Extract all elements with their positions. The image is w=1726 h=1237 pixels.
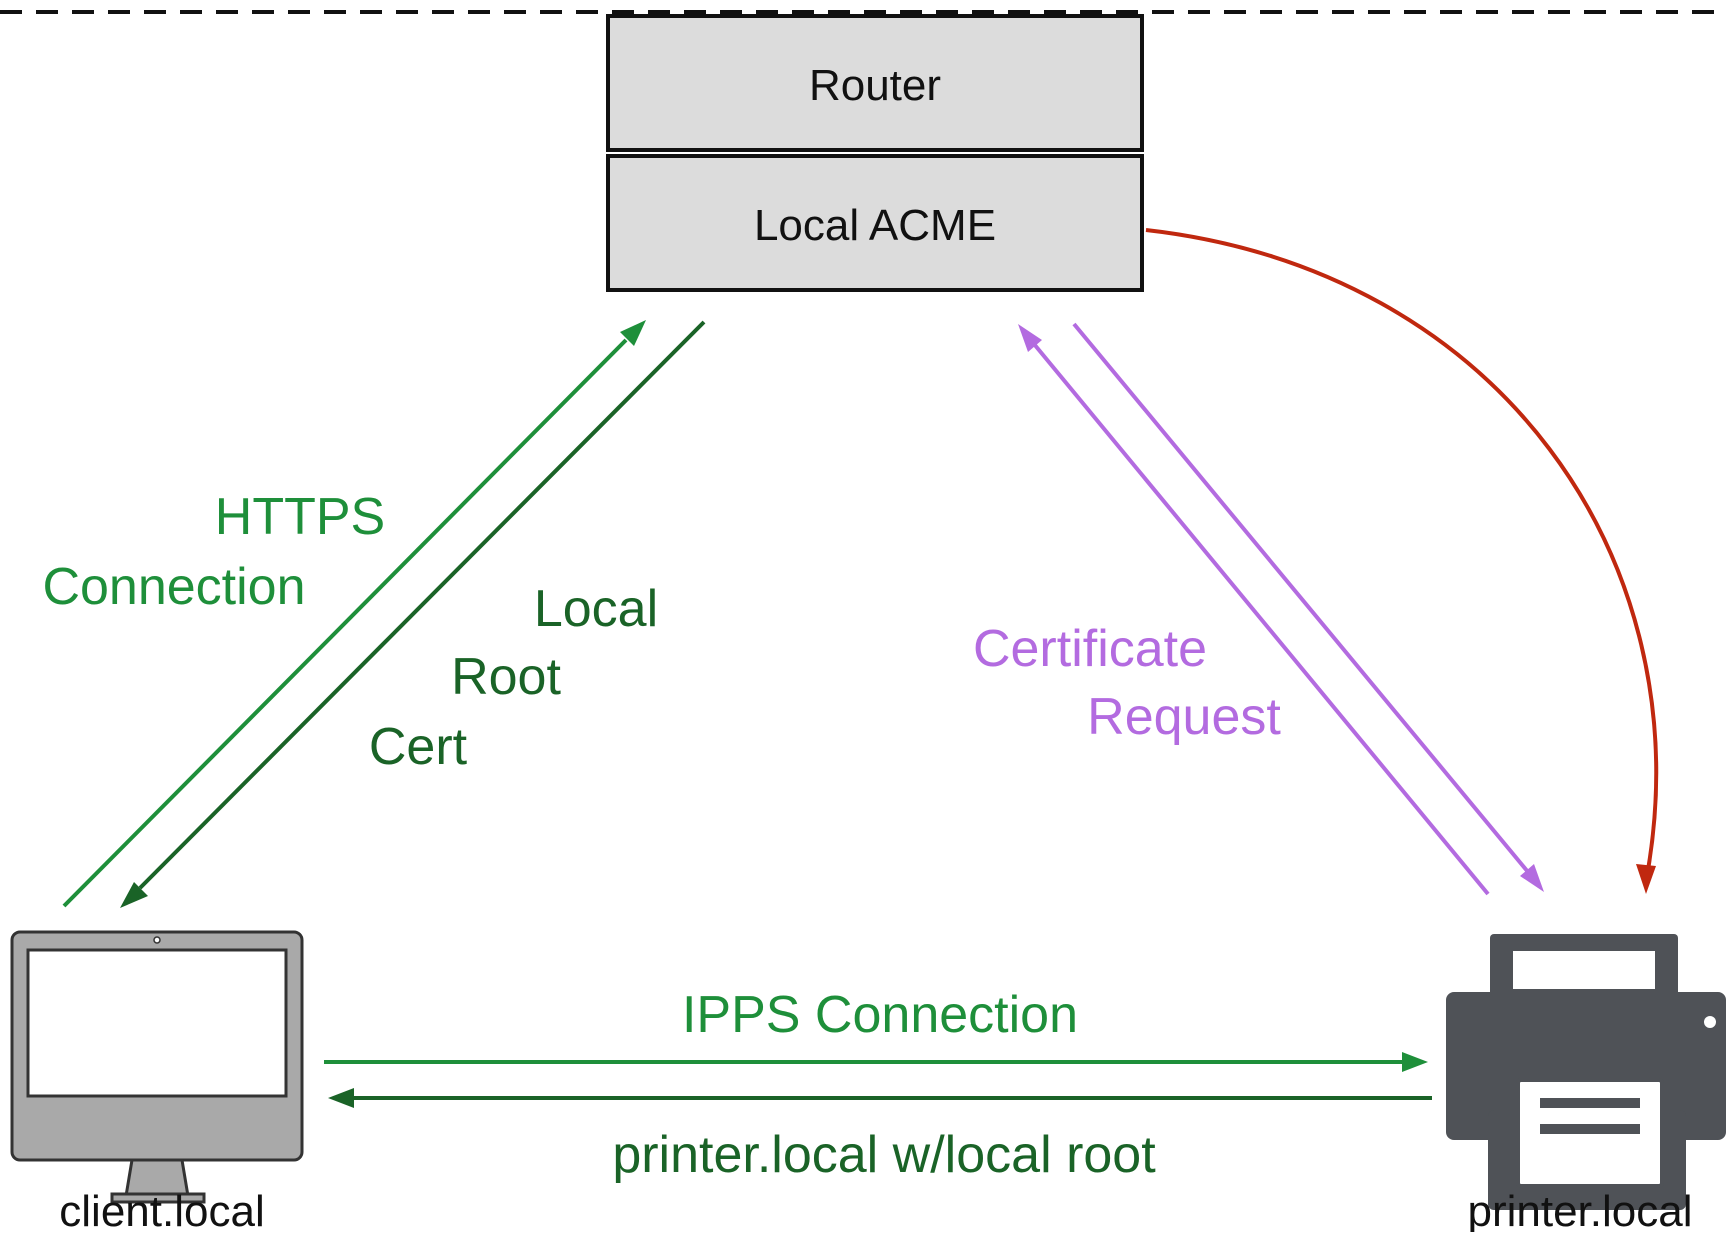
root-cert-arrowhead [120, 882, 148, 908]
https-label-line1: HTTPS [215, 488, 385, 546]
printer-label: printer.local [1467, 1187, 1692, 1232]
cert-request-label-line1: Certificate [973, 620, 1207, 678]
client-label: client.local [59, 1187, 264, 1232]
printer-status-light [1704, 1016, 1716, 1028]
printer-icon [1446, 934, 1726, 1210]
acme-to-printer-arrowhead [1636, 864, 1656, 894]
monitor-screen [26, 948, 288, 1098]
acme-box [606, 154, 1144, 292]
monitor-base [110, 1192, 206, 1204]
acme-to-printer-curve [1145, 228, 1659, 871]
printer-root-edge: printer.local w/local root [328, 1088, 1432, 1184]
root-cert-arrow-line [138, 320, 706, 890]
https-label-line2: Connection [42, 558, 305, 616]
cert-request-up-arrowhead [1018, 324, 1042, 352]
cert-request-down-line [1072, 322, 1530, 874]
cert-request-edge: Certificate Request [973, 322, 1544, 896]
acme-node: Local ACME [606, 154, 1144, 292]
root-cert-label-line3: Cert [369, 718, 468, 776]
printer-root-arrowhead [328, 1088, 354, 1108]
ipps-edge: IPPS Connection [324, 986, 1428, 1072]
root-cert-edge: Local Root Cert [120, 320, 706, 908]
https-arrow-line [62, 338, 628, 908]
printer-root-label: printer.local w/local root [612, 1126, 1156, 1184]
https-arrowhead [620, 320, 646, 346]
ipps-label: IPPS Connection [682, 986, 1078, 1044]
cert-request-down-arrowhead [1520, 864, 1544, 892]
printer-paper-slot [1511, 949, 1657, 991]
router-box [606, 14, 1144, 152]
cert-request-up-line [1032, 342, 1490, 896]
root-cert-label-line2: Root [451, 648, 561, 706]
acme-label: Local ACME [754, 201, 996, 250]
ipps-arrowhead [1402, 1052, 1428, 1072]
printer-paper-line-2 [1540, 1124, 1640, 1134]
monitor-camera [153, 936, 161, 944]
acme-to-printer-edge [1145, 228, 1659, 894]
router-label: Router [809, 61, 941, 110]
printer-paper-line-1 [1540, 1098, 1640, 1108]
https-edge: HTTPS Connection [42, 320, 646, 908]
root-cert-label-line1: Local [534, 580, 658, 638]
router-node: Router [606, 14, 1144, 152]
monitor-icon [10, 930, 304, 1204]
cert-request-label-line2: Request [1087, 688, 1281, 746]
